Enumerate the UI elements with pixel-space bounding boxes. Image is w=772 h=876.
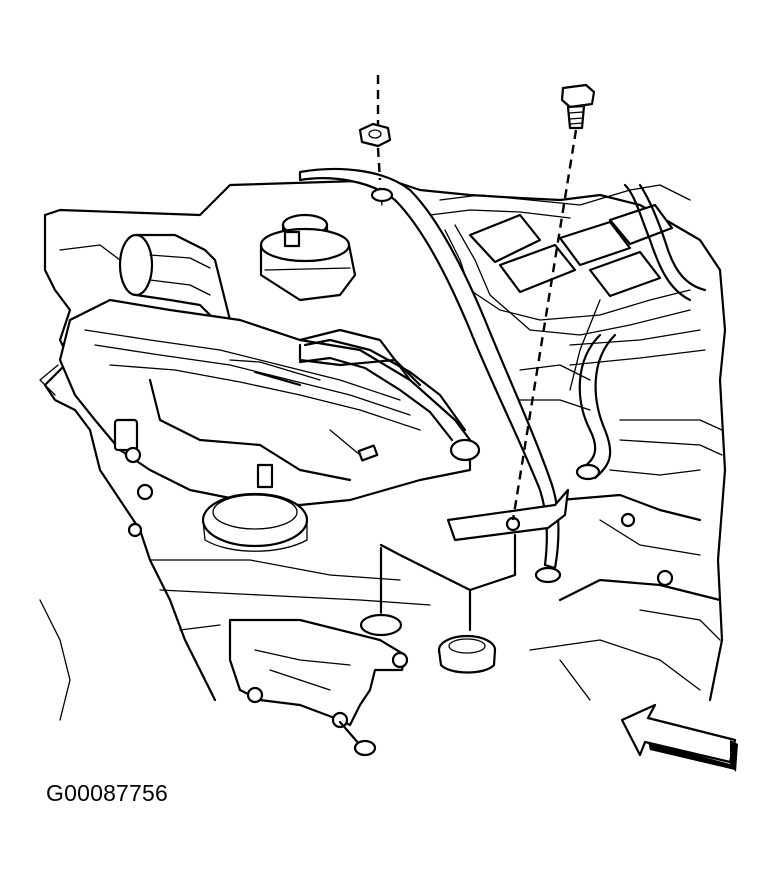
nut-top-left (358, 122, 392, 148)
arrow-up-left-icon (620, 703, 738, 772)
bolt-top-right (560, 83, 596, 130)
oil-pan-boss (201, 463, 309, 552)
engine-lower-right (509, 364, 723, 701)
intake-manifold (58, 298, 481, 507)
pcv-tube (298, 338, 467, 442)
engine-block-outline (39, 178, 727, 721)
install-guide-lines (376, 75, 578, 521)
oil-level-indicator-tube (298, 167, 570, 584)
ignition-coils (429, 183, 707, 391)
oil-filler-cap (259, 213, 357, 302)
leader-lines (379, 533, 517, 632)
heater-hose (575, 333, 617, 481)
figure-id: G00087756 (46, 780, 169, 806)
engine-mount-bracket (113, 418, 431, 757)
tube-seal (437, 634, 497, 674)
